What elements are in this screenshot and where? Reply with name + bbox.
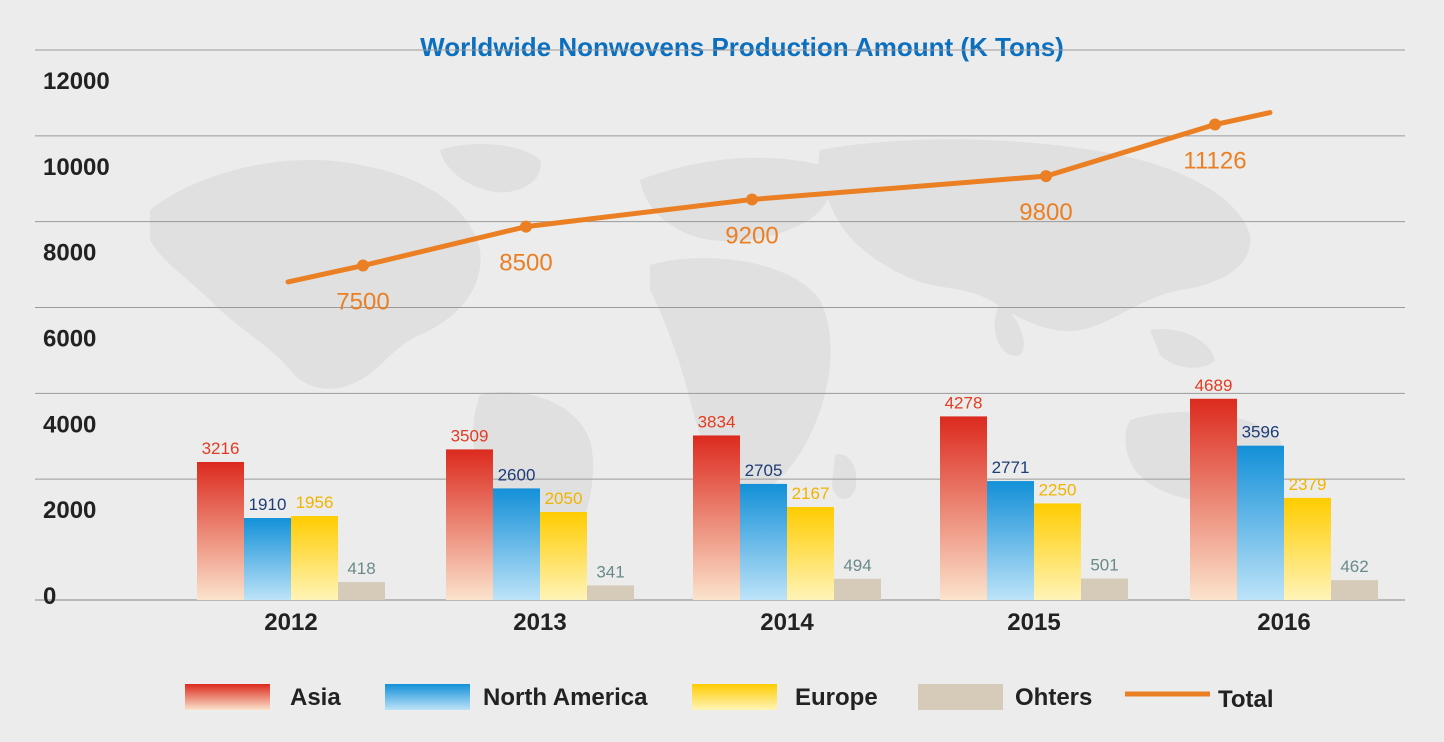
bar-value-label: 1956 (296, 493, 334, 512)
legend: Asia North America Europe Ohters Total (185, 684, 1274, 713)
bar-2015-0 (940, 416, 987, 600)
bar-2014-3 (834, 578, 881, 600)
legend-label: North America (483, 684, 648, 711)
bar-2016-1 (1237, 445, 1284, 600)
bar-value-label: 2050 (545, 489, 583, 508)
legend-label: Asia (290, 684, 341, 711)
x-tick-label: 2014 (760, 609, 814, 636)
bar-value-label: 501 (1090, 555, 1118, 574)
y-tick-label: 8000 (43, 240, 96, 267)
legend-label: Total (1218, 686, 1274, 713)
bar-2014-2 (787, 506, 834, 600)
total-point (357, 259, 369, 272)
y-tick-label: 4000 (43, 411, 96, 438)
bar-value-label: 2167 (792, 484, 830, 503)
y-tick-label: 12000 (43, 68, 110, 95)
bar-2015-2 (1034, 503, 1081, 600)
bar-value-label: 2379 (1289, 475, 1327, 494)
x-tick-label: 2016 (1257, 609, 1310, 636)
bar-2016-2 (1284, 497, 1331, 600)
chart-title: Worldwide Nonwovens Production Amount (K… (420, 32, 1064, 62)
bar-2013-2 (540, 512, 587, 600)
bar-value-label: 3596 (1242, 423, 1280, 442)
bar-value-label: 418 (347, 559, 375, 578)
bar-value-label: 4689 (1195, 376, 1233, 395)
bar-2014-1 (740, 483, 787, 600)
y-tick-label: 0 (43, 583, 56, 610)
x-tick-label: 2012 (264, 609, 317, 636)
total-point (1040, 170, 1052, 183)
total-value-label: 7500 (336, 289, 389, 316)
bar-labels: 3216 1910 1956 418 3509 2600 2050 341 3834 2705 21… (202, 376, 1369, 582)
bar-value-label: 2250 (1039, 480, 1077, 499)
bars (197, 398, 1378, 600)
bar-2013-0 (446, 449, 493, 600)
y-tick-label: 2000 (43, 497, 96, 524)
bar-2015-3 (1081, 578, 1128, 600)
bar-value-label: 3216 (202, 439, 240, 458)
x-axis: 2012 2013 2014 2015 2016 (264, 609, 1310, 636)
bar-2013-3 (587, 585, 634, 600)
legend-swatch (918, 684, 1003, 710)
x-tick-label: 2013 (513, 609, 566, 636)
y-axis: 0 2000 4000 6000 8000 10000 12000 (43, 68, 110, 610)
legend-swatch (185, 684, 270, 710)
total-point (1209, 118, 1221, 131)
bar-2015-1 (987, 481, 1034, 600)
legend-label: Europe (795, 684, 878, 711)
total-value-label: 11126 (1183, 148, 1246, 175)
bar-value-label: 2600 (498, 465, 536, 484)
bar-2012-0 (197, 461, 244, 600)
total-point (746, 193, 758, 206)
bar-2016-0 (1190, 398, 1237, 600)
bar-2012-1 (244, 518, 291, 600)
x-tick-label: 2015 (1007, 609, 1060, 636)
legend-swatch (385, 684, 470, 710)
total-value-label: 8500 (499, 250, 552, 277)
bar-value-label: 1910 (249, 495, 287, 514)
total-point (520, 220, 532, 233)
total-line: 7500 8500 9200 9800 11126 (285, 110, 1273, 316)
bar-value-label: 2705 (745, 461, 783, 480)
bar-value-label: 462 (1340, 557, 1368, 576)
bar-2013-1 (493, 488, 540, 600)
bar-value-label: 3509 (451, 426, 489, 445)
bar-value-label: 3834 (698, 412, 736, 431)
bar-value-label: 4278 (945, 393, 983, 412)
legend-swatch (692, 684, 777, 710)
legend-label: Ohters (1015, 684, 1092, 711)
y-tick-label: 6000 (43, 326, 96, 353)
bar-2012-3 (338, 582, 385, 600)
bar-2012-2 (291, 516, 338, 600)
bar-value-label: 341 (596, 562, 624, 581)
bar-value-label: 494 (843, 556, 871, 575)
bar-2014-0 (693, 435, 740, 600)
bar-2016-3 (1331, 580, 1378, 600)
y-tick-label: 10000 (43, 154, 110, 181)
total-value-label: 9200 (725, 222, 778, 249)
total-value-label: 9800 (1019, 199, 1072, 226)
bar-value-label: 2771 (992, 458, 1030, 477)
